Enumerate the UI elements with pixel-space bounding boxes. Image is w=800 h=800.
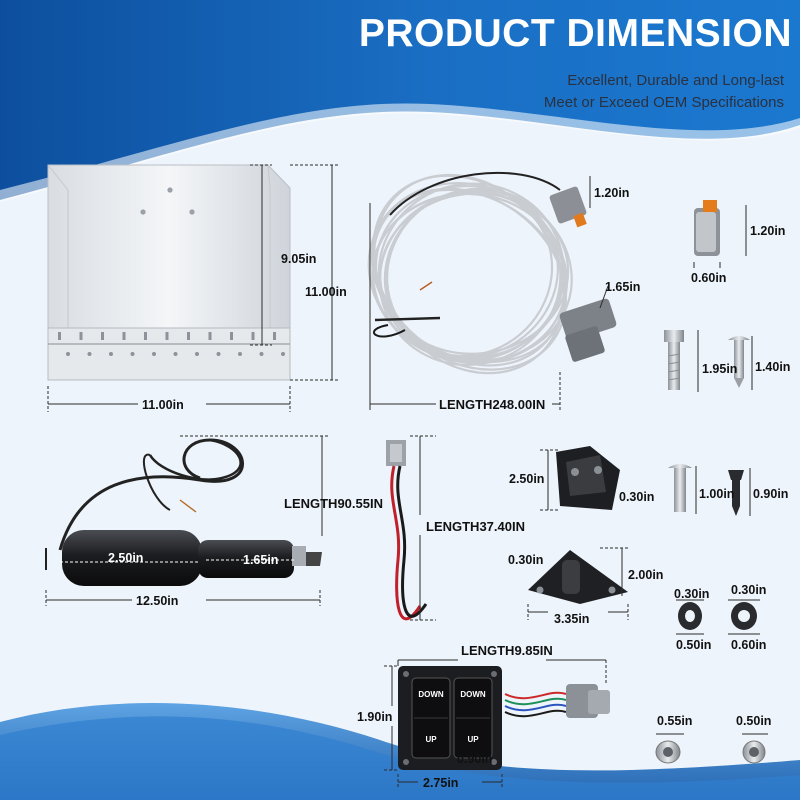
harness-connector-bottom-label: 1.65in <box>605 280 641 294</box>
rocker-right-up-text: UP <box>467 735 479 744</box>
flat-washer-diameter-label: 0.50in <box>676 638 712 652</box>
header-wave-highlight <box>0 103 800 202</box>
harness-length-label: LENGTH248.00IN <box>439 397 546 412</box>
harness-connector-top <box>549 186 587 228</box>
actuator-image <box>45 438 322 586</box>
switch-dim-lines <box>384 659 607 788</box>
subtitle-line-2: Meet or Exceed OEM Specifications <box>543 94 784 111</box>
rocker-right-down-text: DOWN <box>460 690 486 699</box>
nut-right-size-label: 0.50in <box>736 714 772 728</box>
plate-dim-lines <box>47 164 340 412</box>
rocker-left-down-text: DOWN <box>418 690 444 699</box>
header-wave <box>0 0 800 200</box>
power-cable-dim-lines <box>410 435 436 621</box>
power-cable-image <box>386 440 428 621</box>
self-tapping-screw-length-label: 0.90in <box>753 487 789 501</box>
top-mount-bracket-image <box>540 446 620 511</box>
trim-plate-image <box>47 164 291 381</box>
actuator-body-length-label: 12.50in <box>136 594 179 608</box>
machine-screw-image <box>668 464 697 514</box>
switch-panel-width-label: 2.75in <box>423 776 459 790</box>
actuator-body-diameter-label: 2.50in <box>108 551 144 565</box>
lock-washer-diameter-label: 0.60in <box>731 638 767 652</box>
bottom-mount-width-label: 3.35in <box>554 612 590 626</box>
switch-panel-image <box>398 666 610 770</box>
lock-washer-image <box>728 599 760 635</box>
switch-panel-height-label: 1.90in <box>357 710 393 724</box>
nut-left-image <box>655 733 684 764</box>
flat-washer-thickness-label: 0.30in <box>674 587 710 601</box>
lock-washer-thickness-label: 0.30in <box>731 583 767 597</box>
nut-right-image <box>742 733 768 764</box>
screw-length-label: 1.40in <box>755 360 791 374</box>
subtitle-line-1: Excellent, Durable and Long-last <box>567 72 784 89</box>
plate-width-label: 11.00in <box>142 398 184 412</box>
top-mount-height-label: 2.50in <box>509 472 545 486</box>
bottom-wave-light <box>0 716 800 800</box>
bottom-mount-thickness-label: 0.30in <box>508 553 544 567</box>
machine-screw-length-label: 1.00in <box>699 487 735 501</box>
actuator-dim-lines <box>45 435 330 606</box>
flat-washer-image <box>676 599 704 635</box>
page-title: PRODUCT DIMENSION <box>358 12 792 55</box>
harness-connector-top-label: 1.20in <box>594 186 630 200</box>
connector-plug-image <box>693 200 747 268</box>
plate-height-total-label: 11.00in <box>305 285 347 299</box>
top-mount-thickness-label: 0.30in <box>619 490 655 504</box>
wire-harness-image <box>367 171 617 375</box>
actuator-cable-length-label: LENGTH90.55IN <box>284 496 383 511</box>
power-cable-length-label: LENGTH37.40IN <box>426 519 525 534</box>
nut-left-size-label: 0.55in <box>657 714 693 728</box>
bottom-mount-bracket-image <box>527 547 630 620</box>
switch-harness-length-label: LENGTH9.85IN <box>461 643 553 658</box>
hex-bolt-image <box>664 330 699 392</box>
switch-depth-label: 0.90in <box>457 752 493 766</box>
hex-bolt-length-label: 1.95in <box>702 362 738 376</box>
plug-height-label: 1.20in <box>750 224 786 238</box>
harness-connector-bottom <box>559 298 617 362</box>
rocker-left-up-text: UP <box>425 735 437 744</box>
plate-height-inner-label: 9.05in <box>281 252 317 266</box>
plug-width-label: 0.60in <box>691 271 727 285</box>
harness-dim-lines <box>369 176 609 410</box>
self-tapping-screw-image <box>728 468 751 516</box>
screw-image <box>728 336 753 390</box>
bottom-mount-height-label: 2.00in <box>628 568 664 582</box>
actuator-rod-diameter-label: 1.65in <box>243 553 279 567</box>
